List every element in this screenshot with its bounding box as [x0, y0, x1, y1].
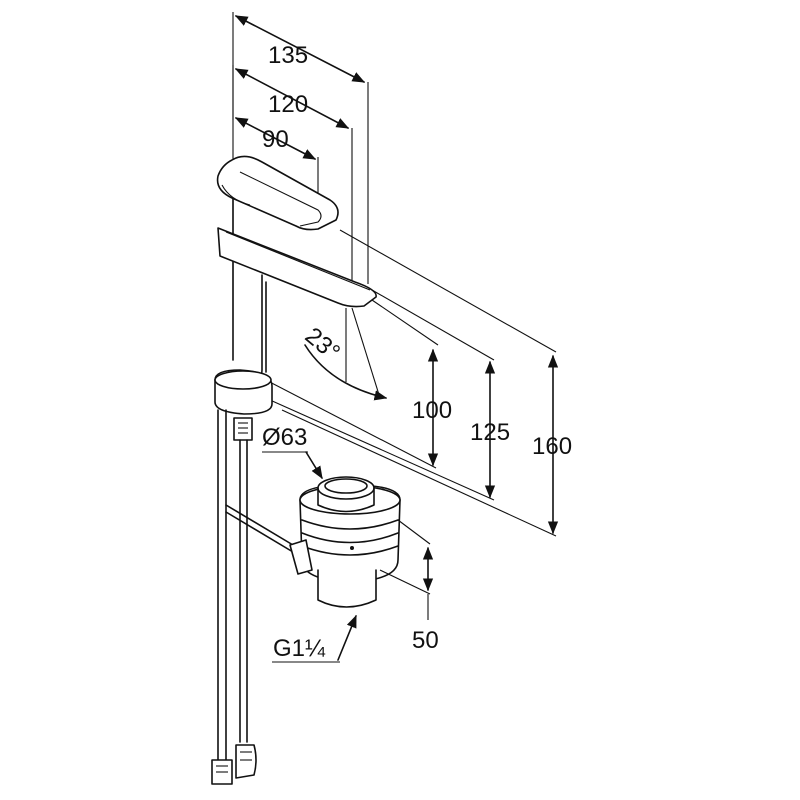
label-diameter: Ø63	[262, 424, 307, 451]
dimension-160: 160	[281, 229, 572, 537]
faucet-body	[216, 155, 377, 386]
label-50: 50	[412, 627, 439, 654]
mounting-assembly	[211, 369, 299, 785]
label-135: 135	[268, 42, 308, 69]
dimension-120: 120	[232, 65, 353, 292]
dimension-125: 125	[269, 289, 510, 501]
popup-waste	[289, 476, 401, 608]
dimension-100: 100	[261, 299, 452, 469]
label-90: 90	[262, 126, 289, 153]
label-angle: 23°	[300, 322, 345, 366]
label-120: 120	[268, 91, 308, 118]
label-160: 160	[532, 433, 572, 460]
label-125: 125	[470, 419, 510, 446]
label-100: 100	[412, 397, 452, 424]
label-thread: G1¼	[273, 635, 326, 662]
dimension-thread: G1¼	[272, 614, 357, 663]
dimension-diameter: Ø63	[262, 424, 323, 480]
dimension-50: 50	[379, 519, 439, 654]
angle-23: 23°	[300, 307, 388, 401]
